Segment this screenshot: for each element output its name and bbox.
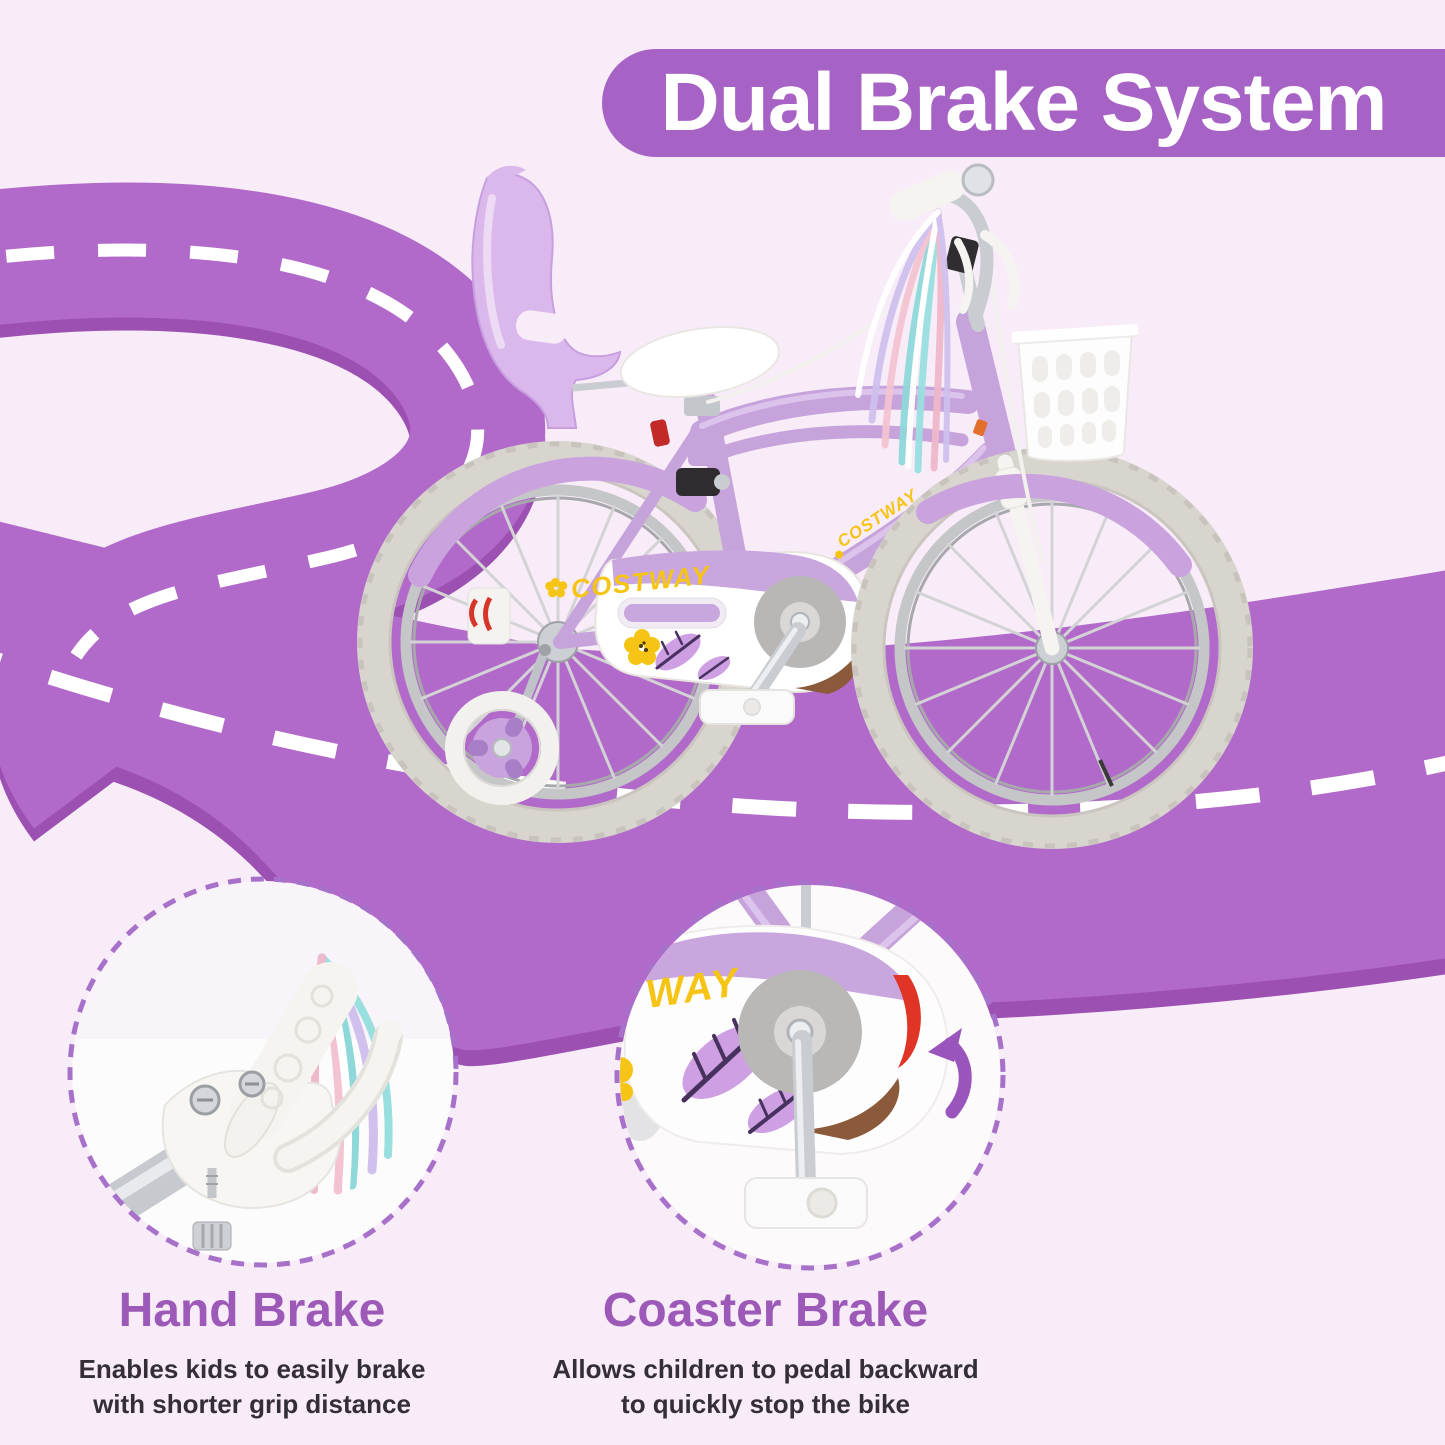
front-brake-cable — [986, 253, 1044, 562]
tire-valve — [1098, 759, 1114, 787]
rear-fender — [408, 456, 707, 587]
callout-brake-lever-blade — [277, 1027, 399, 1169]
crank-and-pedal — [699, 622, 806, 725]
hand-brake-callout-border — [67, 876, 459, 1268]
title-banner: Dual Brake System — [602, 49, 1445, 157]
guard-logo-flower-icon — [545, 577, 568, 598]
saddle-assembly — [619, 326, 781, 496]
coaster-brake-callout-border — [614, 879, 1006, 1271]
bike-bell — [961, 163, 995, 197]
callout-pedal — [744, 1177, 868, 1229]
training-wheel-assembly — [445, 587, 559, 805]
handlebar-grip — [889, 171, 965, 221]
saddle — [619, 326, 781, 398]
head-tube — [956, 308, 1018, 476]
road-dash-line-lower — [0, 652, 1445, 820]
training-wheel — [445, 691, 559, 805]
front-fender — [916, 473, 1192, 577]
handlebar-assembly — [855, 163, 1020, 474]
kids-bike-illustration: COSTWAY — [357, 163, 1253, 849]
pedal-backward-arrow-icon — [928, 1028, 972, 1119]
hand-brake-title: Hand Brake — [118, 1284, 386, 1337]
frame-logo-flower-icon — [835, 550, 844, 559]
coaster-brake-feature: Coaster Brake Allows children to pedal b… — [478, 1283, 1053, 1422]
seat-clamp — [676, 468, 720, 496]
rear-reflector — [650, 419, 670, 447]
front-basket — [1011, 324, 1139, 462]
guard-flower-icon — [624, 629, 660, 665]
road-dash-line-upper — [0, 243, 485, 660]
grip-emboss-circles — [260, 984, 334, 1110]
brake-lever-2 — [954, 238, 974, 314]
coaster-brake-callout-circle: WAY — [614, 879, 1006, 1271]
handlebar-streamers — [855, 208, 951, 474]
guard-brown-accent — [795, 652, 859, 694]
chain-guard: COSTWAY — [545, 550, 879, 694]
hand-brake-callout-circle — [67, 876, 459, 1268]
brake-lever — [980, 230, 1020, 310]
banner-title: Dual Brake System — [660, 57, 1388, 148]
frame-sticker — [973, 419, 988, 437]
coaster-brake-title: Coaster Brake — [602, 1284, 929, 1337]
